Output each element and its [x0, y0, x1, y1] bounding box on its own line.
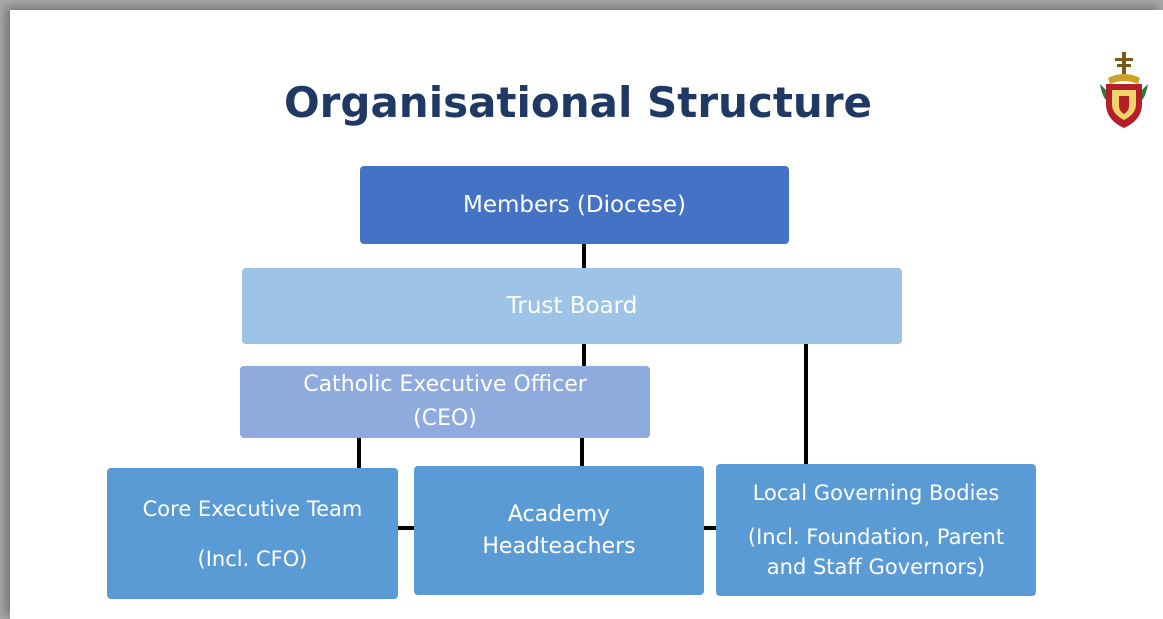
- headteachers-label-line2: Headteachers: [482, 533, 636, 559]
- core-team-label-line1: Core Executive Team: [142, 496, 363, 521]
- local-governing-label-line1: Local Governing Bodies: [752, 481, 1000, 505]
- trust-board-box: Trust Board: [242, 268, 902, 344]
- local-governing-bodies-box: Local Governing Bodies (Incl. Foundation…: [716, 464, 1036, 596]
- connector-members-trust: [582, 244, 586, 268]
- core-executive-team-box: Core Executive Team (Incl. CFO): [107, 468, 398, 599]
- page-title: Organisational Structure: [283, 78, 873, 127]
- connector-trust-ceo: [582, 344, 586, 366]
- headteachers-label-line1: Academy: [507, 501, 611, 527]
- diocese-crest-icon: [1100, 52, 1148, 128]
- connector-core-headteachers: [398, 526, 414, 530]
- local-governing-label-line2: (Incl. Foundation, Parent: [747, 525, 1005, 549]
- slide: Organisational Structure Members (Dioces…: [10, 10, 1163, 619]
- ceo-label-line1: Catholic Executive Officer: [303, 372, 587, 397]
- connector-ceo-headteachers: [580, 438, 584, 468]
- academy-headteachers-box: Academy Headteachers: [414, 466, 704, 595]
- members-label: Members (Diocese): [463, 192, 686, 218]
- ceo-box: Catholic Executive Officer (CEO): [240, 366, 650, 438]
- core-team-label-line2: (Incl. CFO): [197, 546, 308, 571]
- connector-headteachers-local-governing: [704, 526, 716, 530]
- connector-ceo-core-team: [357, 438, 361, 468]
- members-box: Members (Diocese): [360, 166, 789, 244]
- local-governing-label-line3: and Staff Governors): [766, 555, 986, 579]
- connector-trust-local-governing: [804, 344, 808, 464]
- ceo-label-line2: (CEO): [413, 406, 477, 431]
- trust-board-label: Trust Board: [506, 293, 638, 319]
